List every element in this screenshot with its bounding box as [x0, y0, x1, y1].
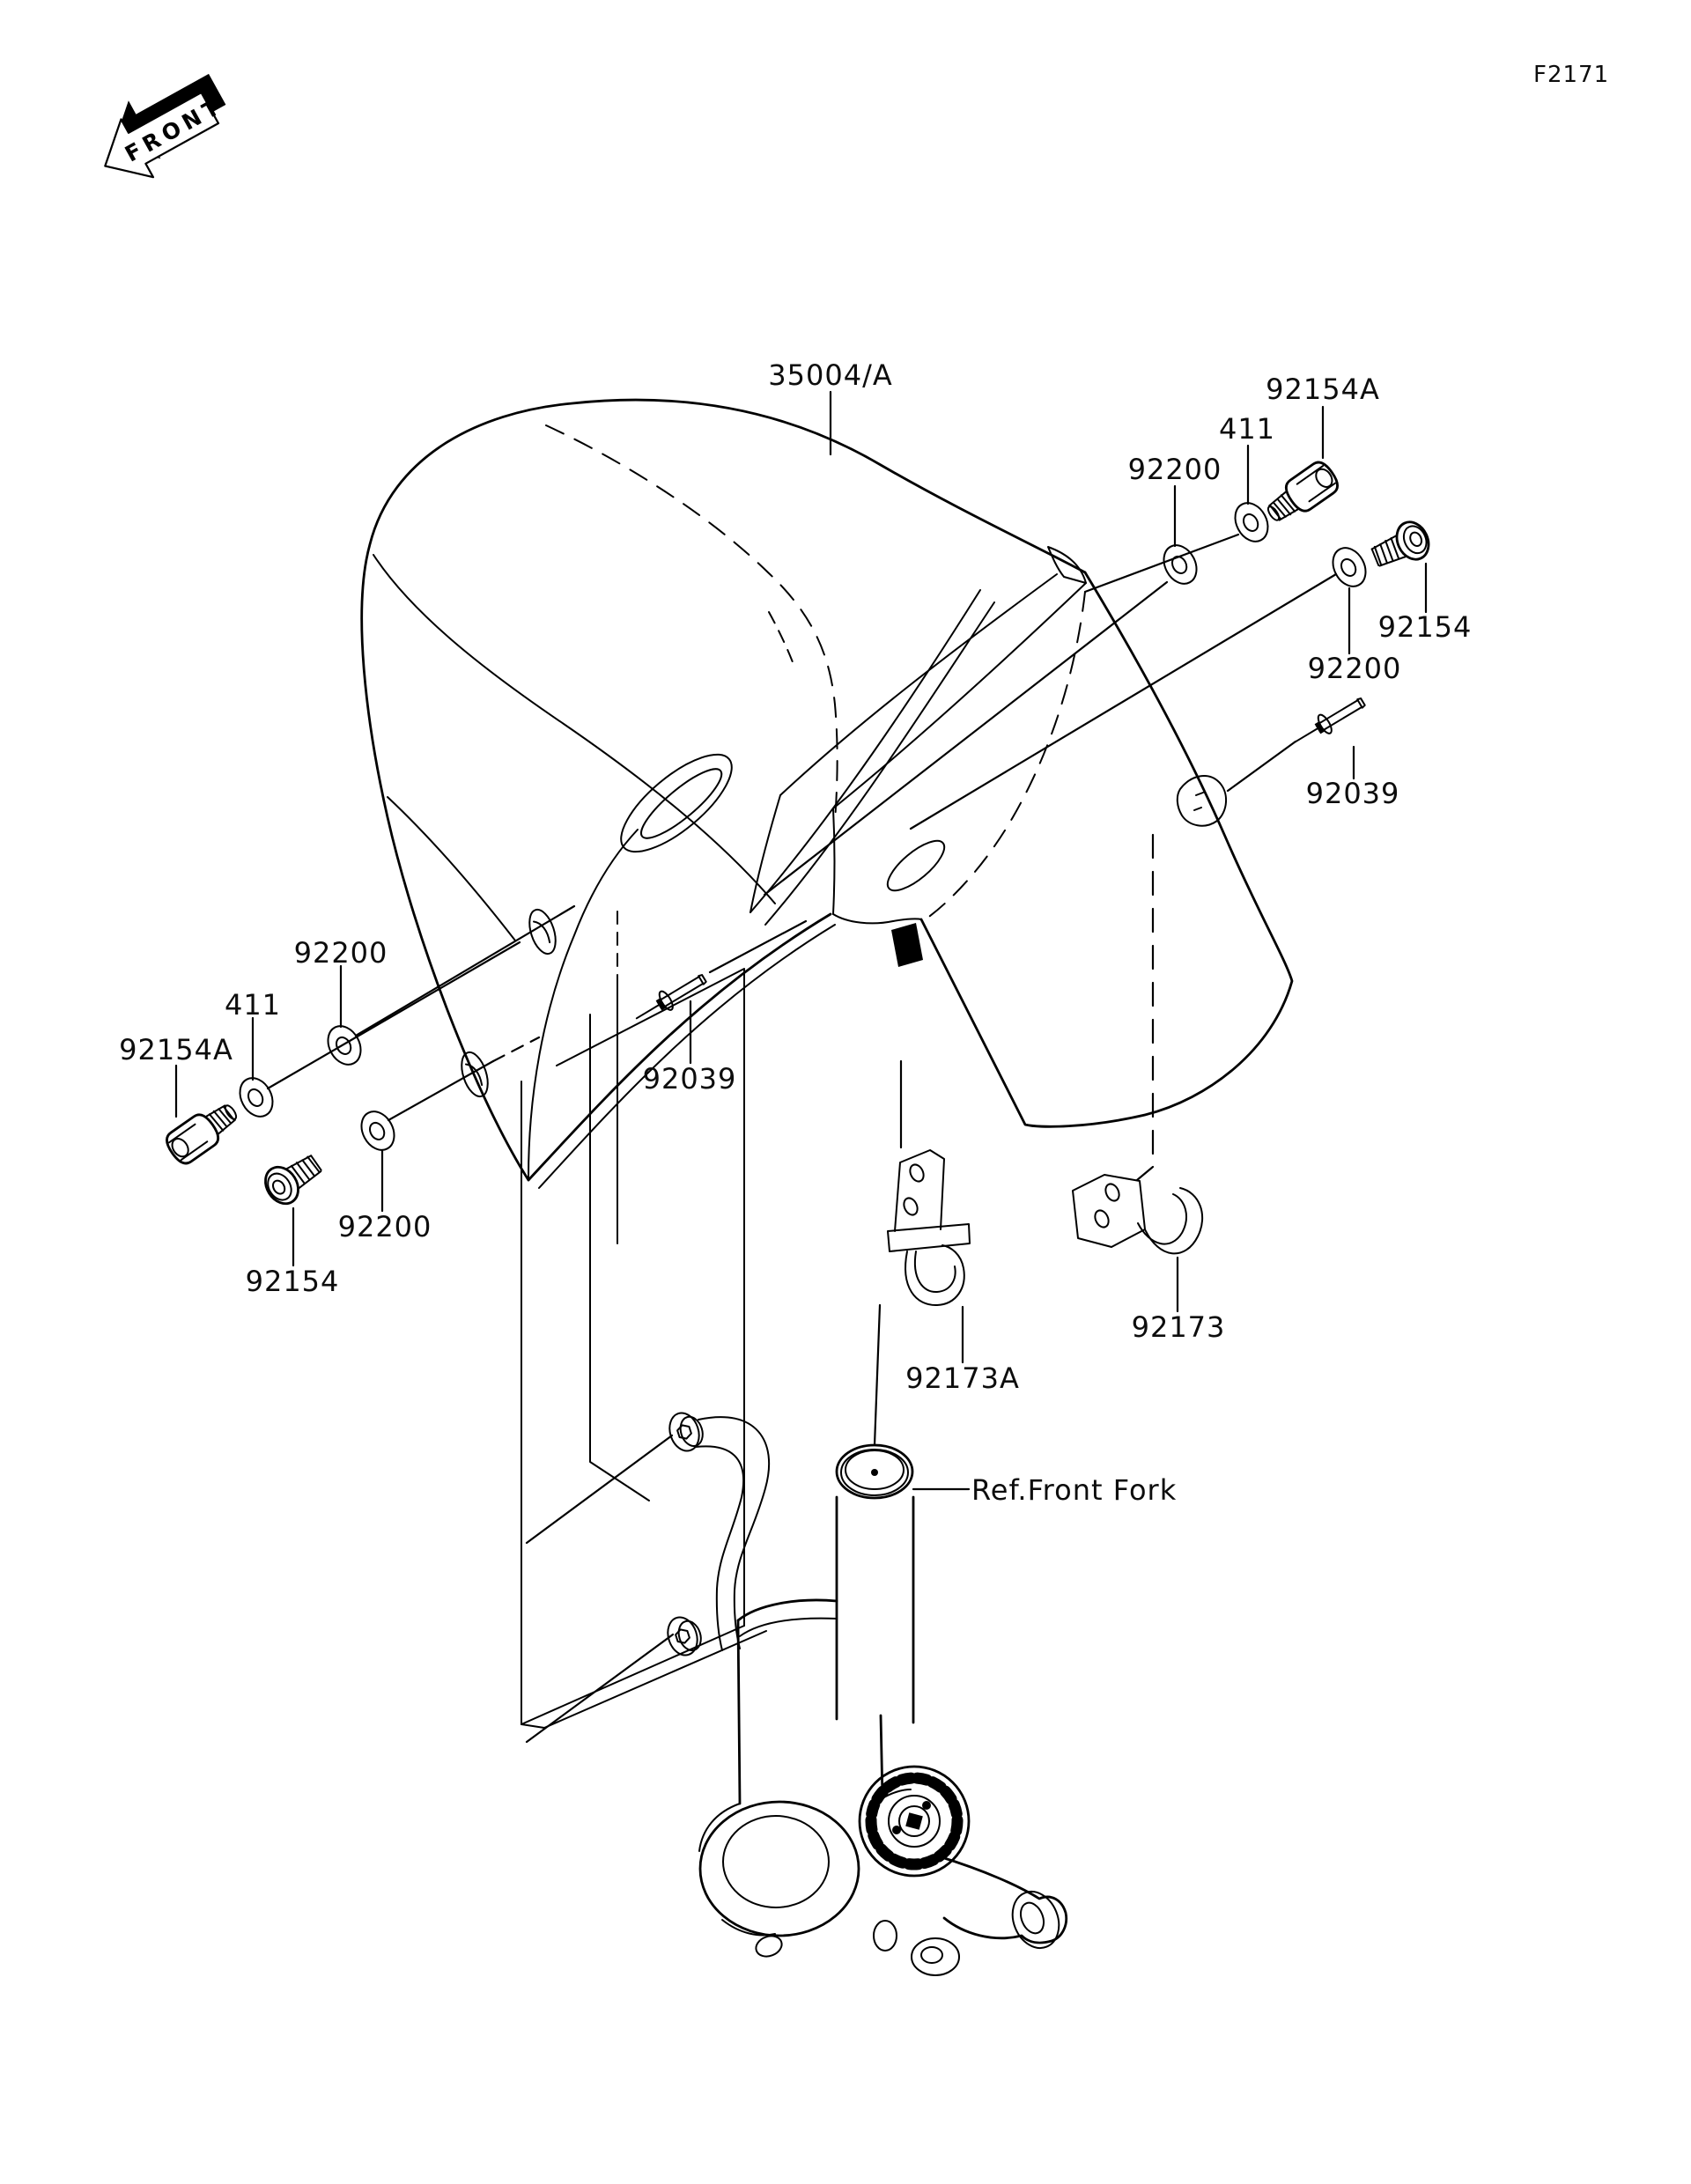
- label-right-411: 411: [1219, 412, 1275, 446]
- hook-bracket-92173: [1072, 1174, 1204, 1255]
- label-fender-35004A: 35004/A: [768, 358, 892, 392]
- washer-411-right: [1228, 496, 1275, 549]
- label-right-92154: 92154: [1378, 610, 1473, 644]
- fender-stay-plate: [521, 911, 767, 1729]
- rivet-92039-middle: [630, 968, 711, 1029]
- label-ref-front-fork: Ref.Front Fork: [971, 1473, 1177, 1507]
- collar-92200-right-upper: [1156, 538, 1204, 591]
- collar-92200-left-upper: [321, 1019, 368, 1072]
- label-left-92200-lower: 92200: [338, 1210, 432, 1243]
- label-92173: 92173: [1132, 1310, 1226, 1344]
- label-left-92200-upper: 92200: [294, 936, 388, 970]
- collar-92200-left-lower: [354, 1104, 402, 1157]
- label-right-92200-lower: 92200: [1308, 652, 1402, 685]
- label-right-92039: 92039: [1306, 777, 1400, 810]
- label-right-92154A: 92154A: [1266, 373, 1380, 406]
- drawing-code: F2171: [1533, 62, 1609, 88]
- washer-411-left: [233, 1071, 280, 1124]
- label-92173A: 92173A: [905, 1361, 1020, 1395]
- label-right-92200-upper: 92200: [1128, 453, 1222, 486]
- front-fender-drawing: [360, 398, 1294, 1189]
- front-fork-drawing: [525, 1406, 1068, 1976]
- rivet-92039-right: [1289, 691, 1370, 752]
- collar-92200-right-lower: [1325, 541, 1373, 594]
- part-labels: 35004/A 92154A 411 92200 92154 92200 920…: [119, 358, 1473, 1507]
- label-left-92154: 92154: [246, 1265, 340, 1298]
- front-direction-arrow: FRONT: [104, 73, 227, 179]
- bolt-92154A-right: [1259, 456, 1344, 532]
- clamp-bracket-92173A: [887, 1149, 971, 1307]
- bolt-92154A-left: [160, 1094, 246, 1169]
- bolt-92154-right: [1365, 515, 1436, 578]
- label-middle-92039: 92039: [643, 1062, 737, 1096]
- label-left-92154A: 92154A: [119, 1033, 233, 1066]
- label-left-411: 411: [225, 988, 281, 1022]
- callout-leader-lines: [174, 390, 1428, 1491]
- fastener-parts: [160, 456, 1436, 1212]
- bolt-92154-left: [257, 1146, 329, 1212]
